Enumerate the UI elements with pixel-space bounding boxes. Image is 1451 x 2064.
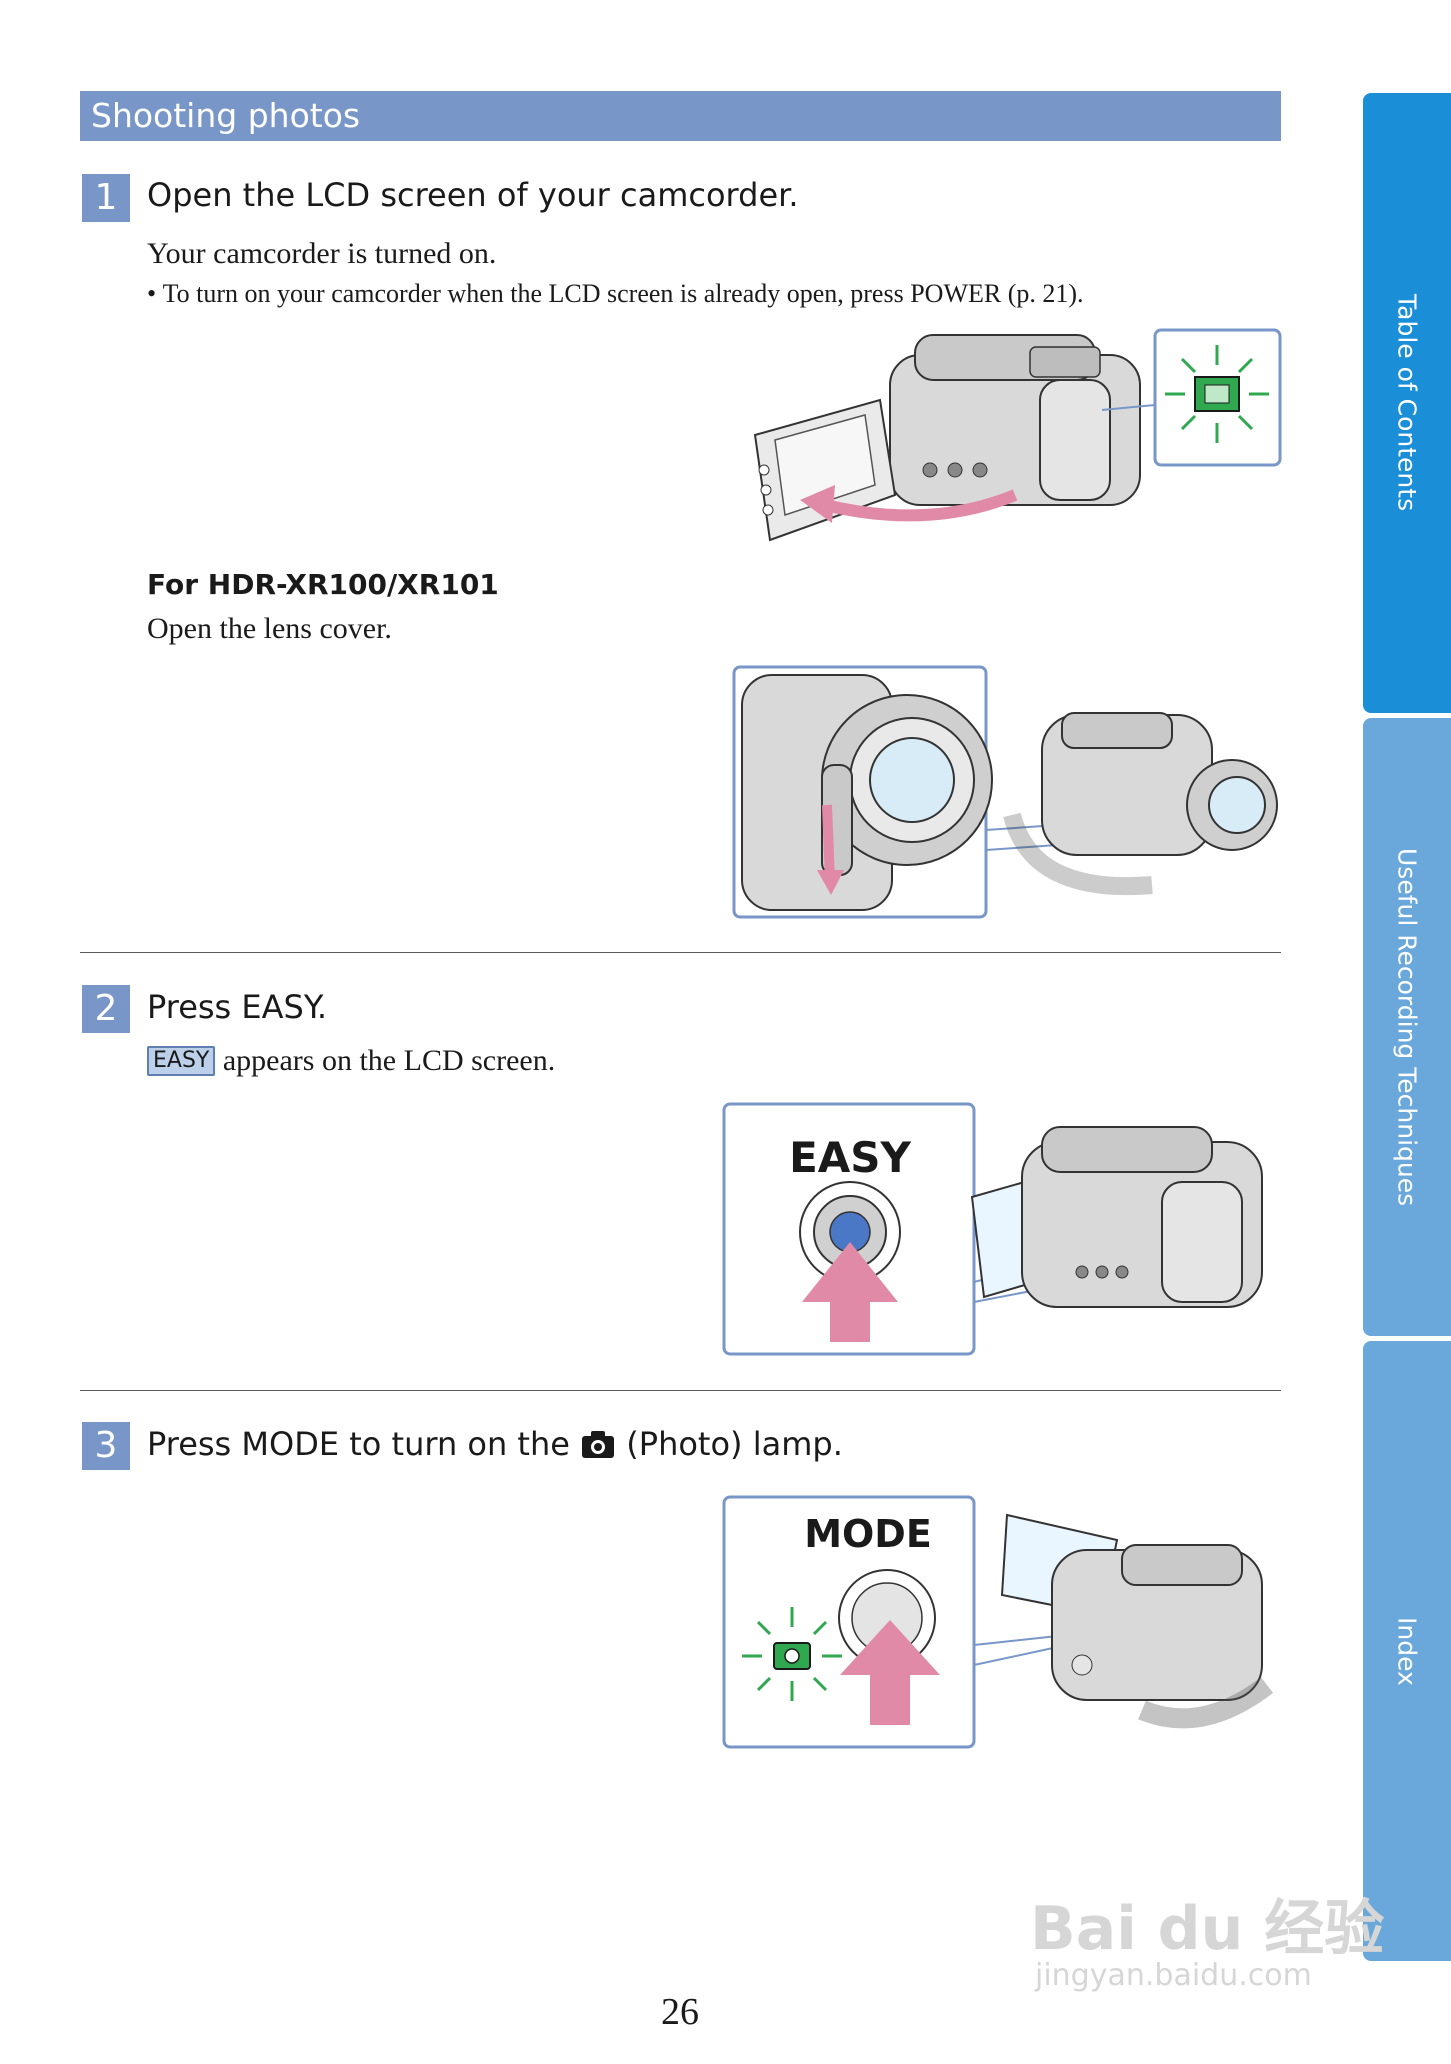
watermark-url: jingyan.baidu.com	[1035, 1958, 1312, 1993]
section-title: Shooting photos	[91, 96, 361, 135]
lens-cover-illustration	[732, 665, 1278, 919]
step-2-body: appears on the LCD screen.	[222, 1044, 556, 1077]
step-1-sub-heading: For HDR-XR100/XR101	[147, 568, 499, 601]
watermark-brand: Bai du 经验	[1030, 1894, 1385, 1964]
tab-index-label: Index	[1392, 1616, 1422, 1686]
easy-button-label: EASY	[789, 1133, 911, 1182]
step-2-number: 2	[82, 985, 130, 1033]
step-3-number: 3	[82, 1422, 130, 1470]
tab-useful-recording-techniques-label: Useful Recording Techniques	[1392, 847, 1422, 1207]
camera-photo-icon	[582, 1431, 615, 1458]
tab-table-of-contents[interactable]: Table of Contents	[1363, 93, 1451, 713]
step-2-body-line: EASY appears on the LCD screen.	[147, 1044, 555, 1078]
page-number: 26	[661, 1991, 699, 2033]
step-1-body: Your camcorder is turned on.	[147, 237, 497, 270]
tab-index[interactable]: Index	[1363, 1341, 1451, 1961]
step-1-number: 1	[82, 174, 130, 222]
step-3-title: Press MODE to turn on the (Photo) lamp.	[147, 1425, 843, 1463]
easy-button-illustration: EASY	[722, 1102, 1263, 1356]
step-2-title: Press EASY.	[147, 988, 328, 1026]
mode-button-illustration: MODE	[722, 1495, 1274, 1749]
step-1-sub-body: Open the lens cover.	[147, 612, 392, 645]
bullet-dot-icon: •	[147, 279, 163, 308]
step-divider	[80, 952, 1281, 953]
step-3-title-after: (Photo) lamp.	[626, 1425, 843, 1463]
mode-button-label: MODE	[804, 1512, 932, 1556]
tab-useful-recording-techniques[interactable]: Useful Recording Techniques	[1363, 718, 1451, 1336]
step-divider	[80, 1390, 1281, 1391]
step-1-bullet-text: To turn on your camcorder when the LCD s…	[162, 279, 1084, 308]
step-1-title: Open the LCD screen of your camcorder.	[147, 176, 799, 214]
easy-indicator-icon: EASY	[147, 1046, 216, 1076]
tab-table-of-contents-label: Table of Contents	[1392, 294, 1422, 512]
section-title-bar: Shooting photos	[80, 91, 1281, 141]
step-3-title-before: Press MODE to turn on the	[147, 1425, 570, 1463]
camcorder-lcd-open-illustration	[753, 328, 1282, 542]
step-1-bullet: • To turn on your camcorder when the LCD…	[147, 279, 1084, 309]
